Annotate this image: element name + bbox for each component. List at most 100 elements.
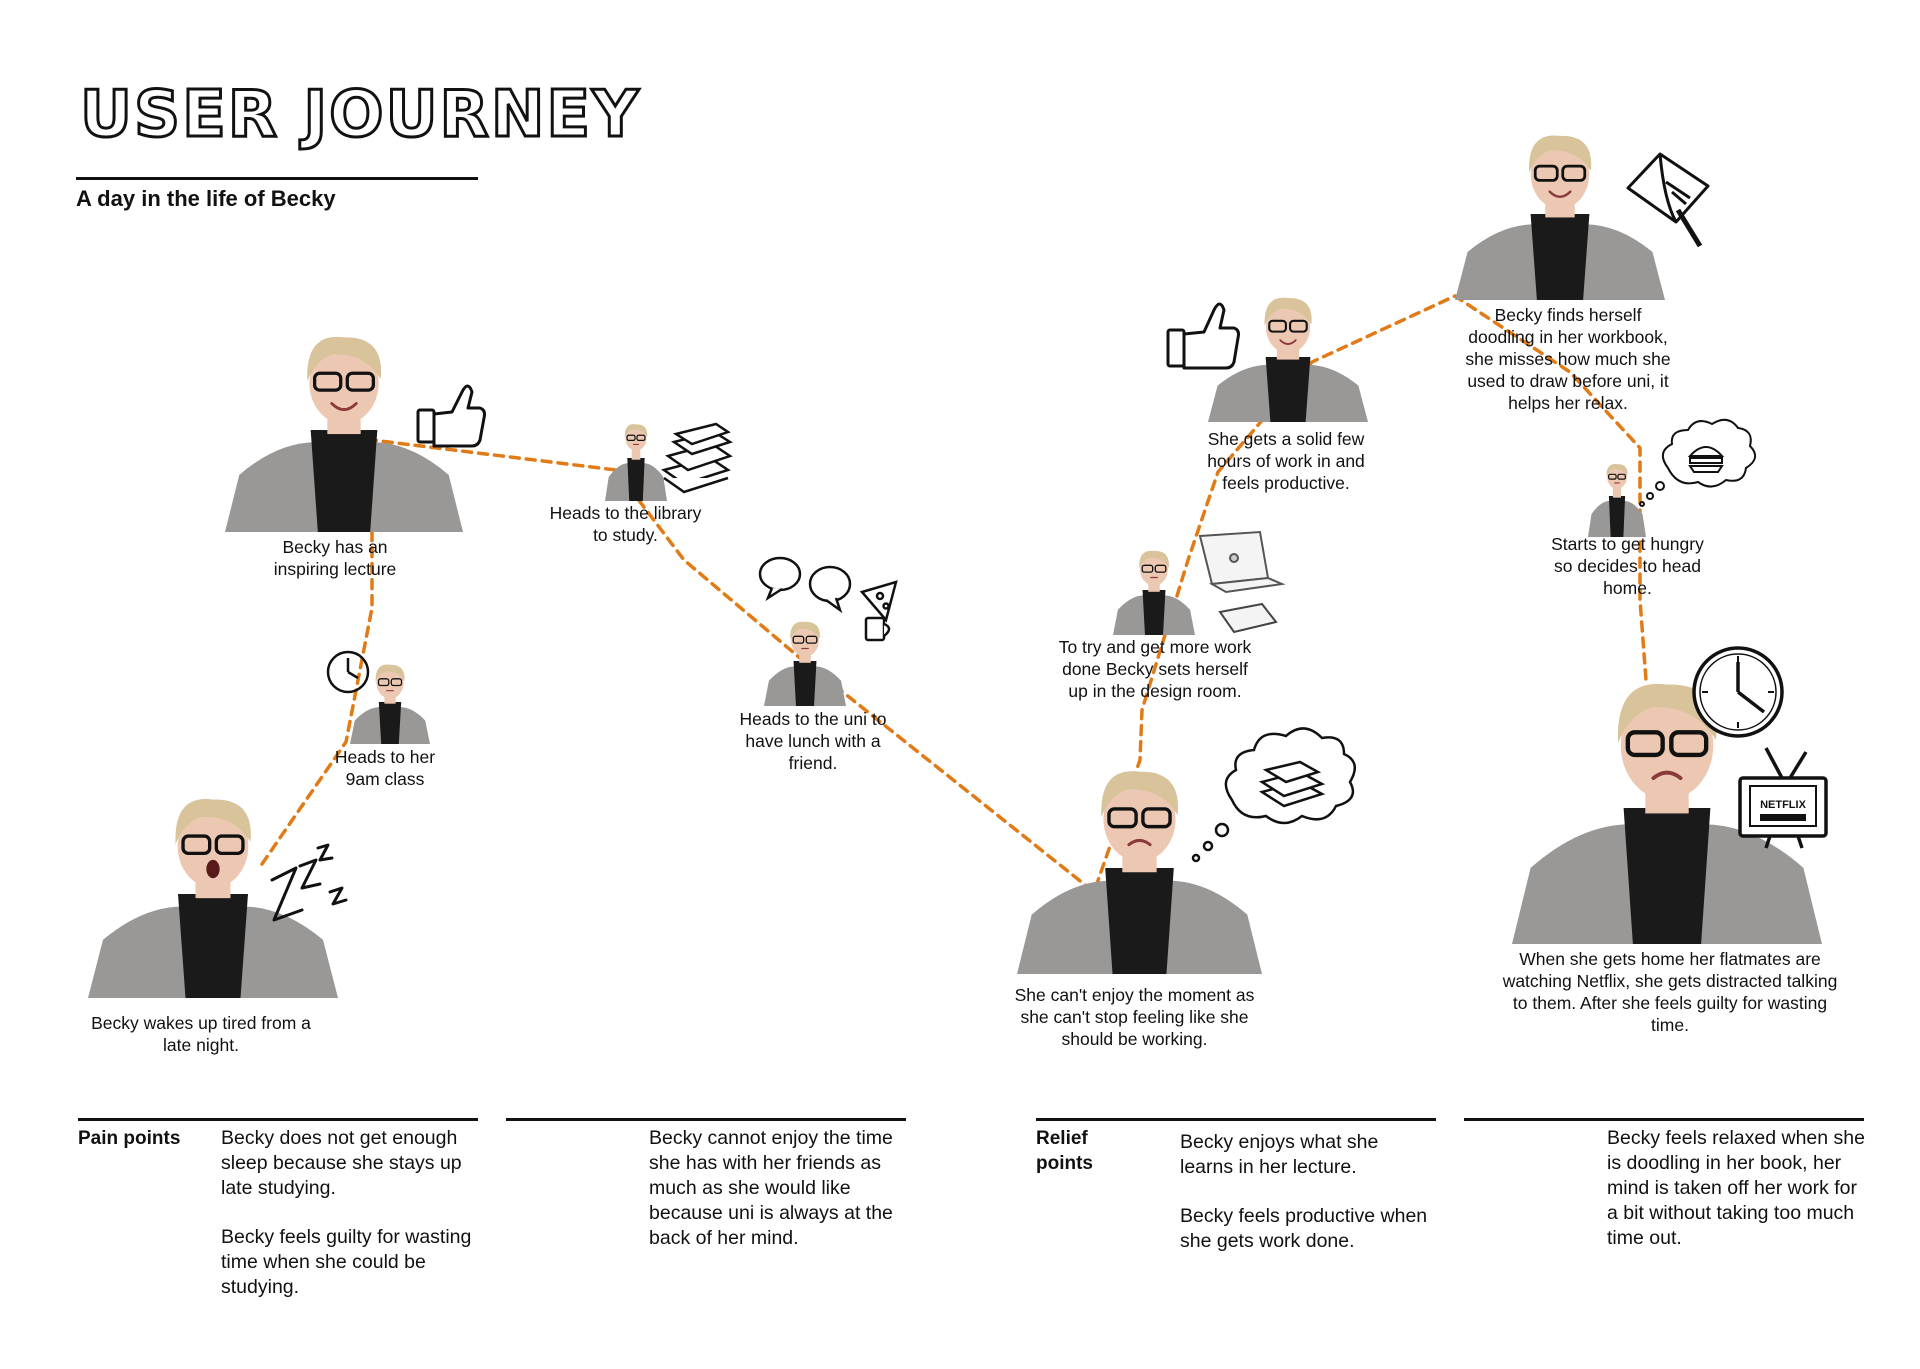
tablet-icon (1218, 602, 1278, 634)
relief-point-item: Becky feels relaxed when she is doodling… (1607, 1127, 1865, 1249)
hair (307, 336, 382, 382)
yawning-mouth (206, 859, 220, 879)
face (1607, 465, 1627, 489)
caption-design-room: To try and get more work done Becky sets… (1058, 637, 1252, 701)
pizza-icon (859, 580, 898, 623)
glasses (1608, 473, 1617, 480)
hair (375, 664, 405, 682)
face (376, 666, 404, 699)
laptop-icon (1198, 530, 1286, 594)
pain-points-label: Pain points (78, 1128, 181, 1149)
tv-screen-label: NETFLIX (1760, 799, 1806, 811)
thumbs-up-icon (1166, 302, 1240, 370)
journey-icons: NETFLIX (270, 152, 1828, 922)
face (791, 623, 819, 657)
glasses (181, 834, 212, 856)
title-divider (76, 177, 478, 180)
caption-hungry: Starts to get hungry so decides to head … (1551, 534, 1704, 598)
clock-icon (326, 650, 370, 694)
thought-burger-icon (1639, 418, 1757, 507)
scarf (627, 458, 645, 501)
hair (1528, 135, 1592, 173)
hair (175, 799, 251, 845)
face (1530, 140, 1590, 209)
glasses (626, 434, 636, 441)
pain-points-divider-2 (506, 1118, 906, 1121)
hair (624, 424, 648, 438)
thought-books-icon (1191, 727, 1357, 863)
hair (790, 621, 820, 640)
pain-point-item: Becky does not get enough sleep because … (221, 1127, 462, 1199)
caption-class: Heads to her 9am class (334, 747, 436, 789)
caption-netflix: When she gets home her flatmates are wat… (1502, 949, 1838, 1035)
caption-lecture: Becky has an inspiring lecture (273, 537, 397, 579)
becky-figure-guilt (1017, 771, 1262, 974)
glasses (312, 371, 343, 392)
pain-points-text-1: Becky does not get enough sleep because … (221, 1126, 489, 1324)
glasses (1268, 319, 1287, 333)
becky-figure-lecture (225, 336, 463, 532)
caption-guilt: She can't enjoy the moment as she can't … (1014, 985, 1255, 1049)
books-icon (661, 422, 733, 494)
face (1265, 301, 1311, 354)
hair (1617, 683, 1717, 743)
mouth (1127, 838, 1152, 847)
scarf (1265, 357, 1311, 422)
glasses (377, 678, 390, 687)
zzz-icon (270, 843, 348, 922)
mouth (1548, 190, 1572, 198)
becky-figure-doodle (1455, 135, 1665, 300)
relief-points-divider-2 (1464, 1118, 1864, 1121)
relief-point-item: Becky feels productive when she gets wor… (1180, 1205, 1428, 1252)
becky-figure-wake (88, 799, 338, 998)
scarf (310, 430, 378, 532)
scarf (1105, 868, 1174, 974)
becky-figure-productive (1208, 297, 1368, 422)
becky-figure-design-room (1113, 550, 1195, 635)
caption-wake: Becky wakes up tired from a late night. (91, 1013, 311, 1055)
glasses (1141, 564, 1154, 573)
becky-figure-lunch (764, 621, 846, 706)
page-title: USER JOURNEY (78, 77, 641, 154)
mug-icon (864, 616, 891, 642)
glasses (1625, 730, 1665, 758)
scarf (1608, 496, 1626, 537)
sketchbook-icon (1626, 152, 1710, 248)
hair (1264, 297, 1312, 326)
becky-figure-netflix (1512, 683, 1822, 944)
relief-points-label: Relief points (1036, 1128, 1093, 1174)
relief-point-item: Becky enjoys what she learns in her lect… (1180, 1131, 1379, 1178)
thumbs-up-icon (416, 384, 486, 448)
scarf (1142, 590, 1166, 635)
scarf (793, 661, 817, 706)
caption-productive: She gets a solid few hours of work in an… (1207, 429, 1365, 493)
tv-icon (1738, 747, 1828, 849)
relief-points-text-1: Becky enjoys what she learns in her lect… (1180, 1130, 1430, 1278)
face (1140, 552, 1168, 586)
pain-points-text-2: Becky cannot enjoy the time she has with… (649, 1126, 899, 1275)
scarf (1530, 214, 1590, 300)
becky-figure-library (605, 424, 667, 501)
mouth (1651, 770, 1683, 780)
caption-library: Heads to the library to study. (549, 503, 702, 545)
pain-points-divider (78, 1118, 478, 1121)
caption-doodle: Becky finds herself doodling in her work… (1465, 305, 1671, 413)
glasses (1533, 164, 1559, 182)
becky-figure-hungry (1588, 464, 1646, 537)
face (625, 425, 647, 451)
face (1103, 776, 1176, 862)
scarf (178, 894, 248, 998)
wall-clock-icon (1692, 646, 1784, 738)
pain-point-item: Becky cannot enjoy the time she has with… (649, 1127, 893, 1249)
relief-points-text-2: Becky feels relaxed when she is doodling… (1607, 1126, 1869, 1275)
face (177, 804, 249, 888)
mouth (330, 402, 358, 412)
caption-lunch: Heads to the uni to have lunch with a fr… (739, 709, 887, 773)
face (309, 342, 379, 424)
hair (1139, 550, 1169, 569)
mouth (1279, 339, 1297, 345)
hair (1606, 464, 1628, 477)
glasses (792, 635, 805, 644)
becky-figure-class (350, 664, 430, 744)
pain-point-item: Becky feels guilty for wasting time when… (221, 1226, 472, 1298)
